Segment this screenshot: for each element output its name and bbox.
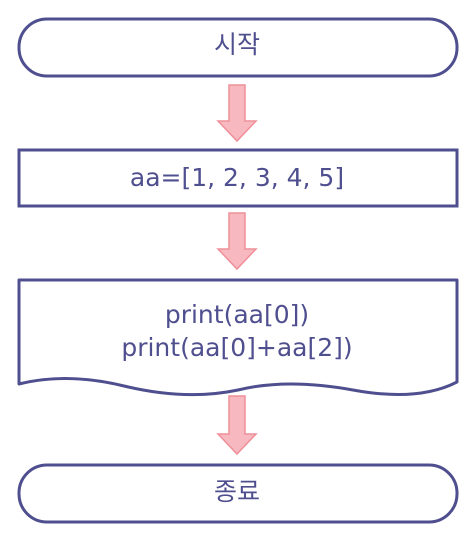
start-label: 시작	[213, 30, 260, 59]
start-terminator	[17, 17, 459, 78]
arrow-1	[216, 84, 258, 143]
process-box	[17, 148, 459, 208]
output-document	[17, 278, 459, 397]
end-label: 종료	[213, 477, 260, 506]
output-line-1: print(aa[0])	[164, 300, 310, 329]
arrow-2	[216, 212, 258, 271]
end-terminator	[17, 463, 459, 524]
output-line-2: print(aa[0]+aa[2])	[121, 333, 353, 362]
process-label: aa=[1, 2, 3, 4, 5]	[129, 163, 345, 192]
arrow-3	[216, 395, 258, 456]
